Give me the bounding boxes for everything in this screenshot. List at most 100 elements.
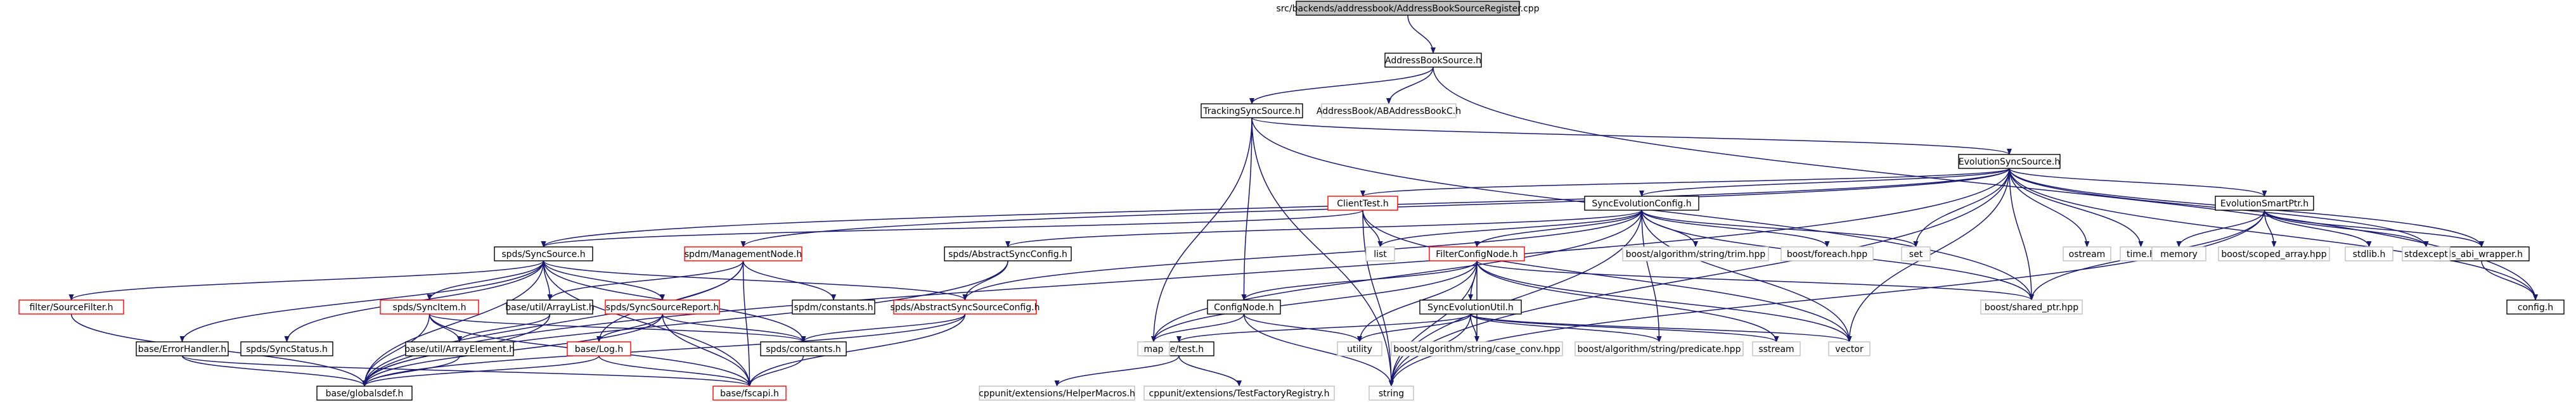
node-box-map — [1137, 341, 1170, 356]
node-evsmartptr[interactable]: EvolutionSmartPtr.h — [2215, 196, 2314, 211]
edge-spdmmgmt-to-basefscapi — [742, 260, 752, 387]
node-label-tracking: TrackingSyncSource.h — [1202, 106, 1300, 116]
node-syncevoutil[interactable]: SyncEvolutionUtil.h — [1419, 299, 1522, 315]
node-box-string — [1368, 386, 1414, 401]
node-label-trimhpp: boost/algorithm/string/trim.hpp — [1626, 249, 1766, 260]
edge-filterconfignode-to-sstream — [1476, 260, 1779, 342]
edge-filterconfignode-to-map — [1151, 260, 1478, 342]
node-box-absource — [1384, 53, 1482, 68]
node-spdssyncsourcereport[interactable]: spds/SyncSourceReport.h — [605, 299, 720, 315]
node-box-spdmmgmt — [684, 246, 802, 261]
node-label-abaddrc: AddressBook/ABAddressBookC.h — [1317, 106, 1461, 116]
node-clienttest[interactable]: ClientTest.h — [1327, 196, 1398, 211]
node-absource[interactable]: AddressBookSource.h — [1384, 53, 1482, 68]
edge-spdssyncitem-to-spdsconstants — [428, 313, 806, 342]
node-label-string: string — [1379, 389, 1404, 399]
node-box-cppunithelper — [979, 386, 1135, 401]
node-label-map: map — [1143, 344, 1163, 355]
edge-spdssyncsourcereport-to-spdsconstants — [662, 313, 806, 342]
edge-confignode-to-utility — [1243, 313, 1362, 342]
edge-filterconfignode-to-confignode — [1241, 260, 1478, 301]
node-baseglobalsdef[interactable]: base/globalsdef.h — [316, 386, 413, 401]
node-label-spdssyncstatus: spds/SyncStatus.h — [246, 344, 328, 355]
edge-evsync-to-ostream — [2009, 168, 2090, 248]
node-label-root: src/backends/addressbook/AddressBookSour… — [1276, 4, 1539, 14]
node-label-utility: utility — [1347, 344, 1372, 355]
node-spdsabstractsyncconfig[interactable]: spds/AbstractSyncConfig.h — [944, 246, 1072, 261]
nodes-layer: src/backends/addressbook/AddressBookSour… — [18, 1, 2565, 401]
edge-filterconfignode-to-sharedptr — [1476, 260, 2034, 301]
edge-evsync-to-sharedptr — [2009, 168, 2034, 301]
node-spdssyncstatus[interactable]: spds/SyncStatus.h — [240, 341, 333, 356]
node-spdsabstractsyncsourceconfig[interactable]: spds/AbstractSyncSourceConfig.h — [891, 299, 1040, 315]
node-box-syncevoutil — [1419, 299, 1522, 315]
node-stdexcept: stdexcept — [2402, 246, 2450, 261]
edge-syncevoutil-to-sstream — [1470, 313, 1779, 342]
edge-syncevoconfig-to-map — [1151, 210, 1642, 342]
node-label-cppunithelper: cppunit/extensions/HelperMacros.h — [979, 389, 1135, 399]
edge-evsmartptr-to-scopedarray — [2264, 210, 2277, 248]
node-box-spdsconstants — [760, 341, 847, 356]
node-baseutilarraylist[interactable]: base/util/ArrayList.h — [505, 299, 595, 315]
node-baseutilarrayelement[interactable]: base/util/ArrayElement.h — [404, 341, 515, 356]
edge-evsmartptr-to-memory — [2176, 210, 2265, 248]
node-spdmconstants[interactable]: spdm/constants.h — [792, 299, 875, 315]
node-spdsconstants[interactable]: spds/constants.h — [760, 341, 847, 356]
edge-confignode-to-string — [1243, 313, 1394, 387]
node-root[interactable]: src/backends/addressbook/AddressBookSour… — [1276, 1, 1540, 16]
node-box-cppunitregistry — [1143, 386, 1335, 401]
edge-evsync-to-set — [1913, 168, 2010, 248]
node-box-tracking — [1201, 103, 1303, 118]
node-syncevoconfig[interactable]: SyncEvolutionConfig.h — [1584, 196, 1699, 211]
edge-tracking-to-evsync — [1251, 117, 2012, 155]
edge-spdsabstractsyncconfig-to-baseglobalsdef — [362, 260, 1008, 387]
edges-layer — [68, 15, 2538, 387]
node-label-syncevoconfig: SyncEvolutionConfig.h — [1592, 199, 1691, 209]
node-label-evsync: EvolutionSyncSource.h — [1959, 157, 2060, 167]
edge-baseerrorhandler-to-basefscapi — [181, 355, 752, 387]
node-box-baselog — [567, 341, 631, 356]
edge-tracking-to-string — [1251, 117, 1394, 387]
node-memory: memory — [2151, 246, 2206, 261]
node-baseerrorhandler[interactable]: base/ErrorHandler.h — [136, 341, 229, 356]
node-label-absource: AddressBookSource.h — [1385, 56, 1481, 66]
node-spdssyncitem[interactable]: spds/SyncItem.h — [380, 299, 479, 315]
node-basefscapi[interactable]: base/fscapi.h — [712, 386, 787, 401]
edge-evsmartptr-to-stdexcept — [2264, 210, 2429, 248]
node-baselog[interactable]: base/Log.h — [567, 341, 631, 356]
node-scopedarray: boost/scoped_array.hpp — [2218, 246, 2330, 261]
edge-syncevoconfig-to-set — [1641, 210, 1919, 248]
node-edsabiwrapper[interactable]: eds_abi_wrapper.h — [2433, 246, 2530, 261]
node-filterconfignode[interactable]: FilterConfigNode.h — [1429, 246, 1525, 261]
edge-spdmmgmt-to-spdmconstants — [742, 260, 836, 301]
node-label-baseerrorhandler: base/ErrorHandler.h — [138, 344, 226, 355]
node-tracking[interactable]: TrackingSyncSource.h — [1201, 103, 1303, 118]
node-box-caseconv — [1391, 341, 1563, 356]
node-list: list — [1365, 246, 1395, 261]
node-label-syncevoutil: SyncEvolutionUtil.h — [1427, 303, 1514, 313]
edge-syncevoutil-to-utility — [1357, 313, 1471, 342]
edge-spdssyncsource-to-baseerrorhandler — [179, 260, 544, 342]
node-label-spdssyncsource: spds/SyncSource.h — [501, 249, 585, 260]
node-box-evsmartptr — [2215, 196, 2314, 211]
edge-filterconfignode-to-string — [1389, 260, 1478, 387]
node-spdssyncsource[interactable]: spds/SyncSource.h — [494, 246, 593, 261]
node-string: string — [1368, 386, 1414, 401]
node-box-spdssyncitem — [380, 299, 479, 315]
node-label-filterconfignode: FilterConfigNode.h — [1436, 249, 1517, 260]
edge-absource-to-abaddrc — [1386, 66, 1434, 104]
edge-evsmartptr-to-string — [1389, 210, 2265, 387]
node-filtersourcefilter[interactable]: filter/SourceFilter.h — [18, 299, 124, 315]
node-evsync[interactable]: EvolutionSyncSource.h — [1958, 154, 2061, 169]
edge-syncevoconfig-to-foreachhpp — [1641, 210, 1830, 248]
edge-spdssyncsource-to-basefscapi — [543, 260, 752, 387]
node-spdmmgmt[interactable]: spdm/ManagementNode.h — [684, 246, 802, 261]
node-confignode[interactable]: ConfigNode.h — [1207, 299, 1281, 315]
node-configh[interactable]: config.h — [2506, 299, 2565, 315]
node-box-confignode — [1207, 299, 1281, 315]
node-label-baseutilarraylist: base/util/ArrayList.h — [505, 303, 594, 313]
edge-evsync-to-clienttest — [1360, 168, 2010, 197]
node-box-configh — [2506, 299, 2565, 315]
edge-tracking-to-map — [1151, 117, 1253, 342]
